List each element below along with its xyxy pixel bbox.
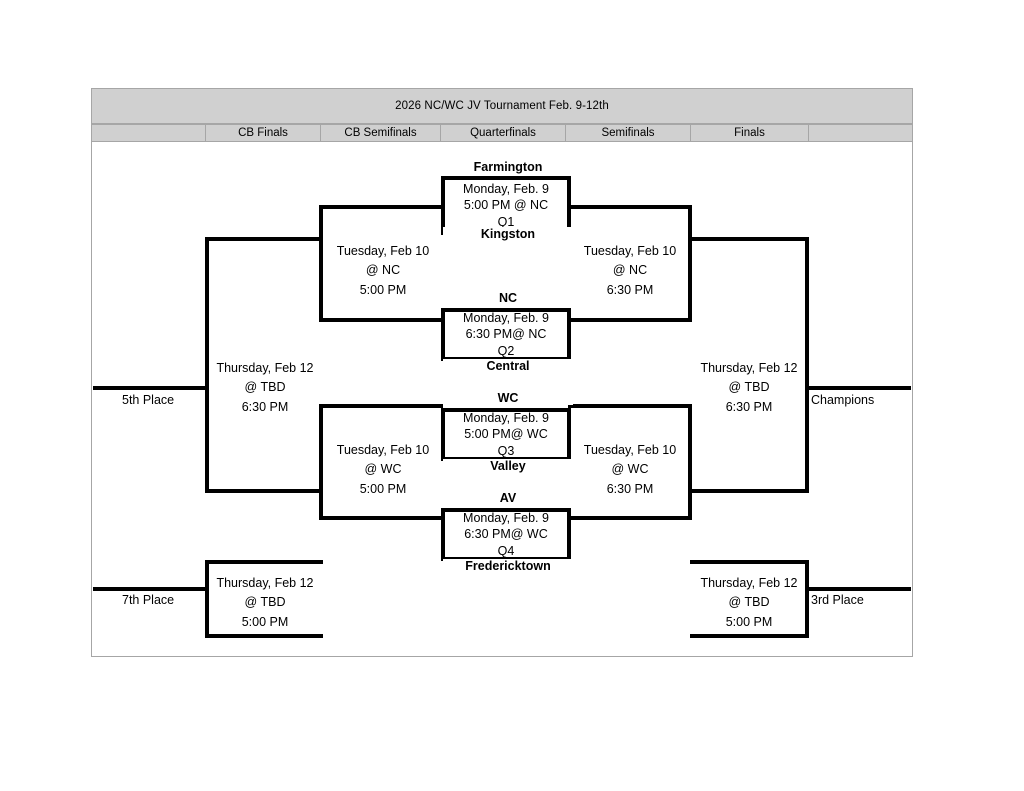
upper-consolation-time: 5:00 PM bbox=[359, 282, 407, 297]
team-label-q3-top: WC bbox=[443, 391, 573, 405]
cb-finals-upper-time: 6:30 PM bbox=[241, 399, 289, 414]
round-header-blank-left bbox=[92, 125, 206, 141]
lower-consolation-site: @ WC bbox=[364, 462, 402, 477]
team-label-q1-bottom: Kingston bbox=[443, 227, 573, 241]
line-lower-winners-to-championship bbox=[688, 489, 808, 493]
lower-consolation-date: Tuesday, Feb 10 bbox=[336, 443, 430, 457]
line-q3-to-lower-consolation bbox=[319, 404, 443, 408]
line-cb-finals-lower-bottom bbox=[205, 634, 323, 638]
placement-label-champions: Champions bbox=[810, 393, 876, 407]
cb-finals-lower-time: 5:00 PM bbox=[241, 614, 289, 629]
round-header-cb-finals: CB Finals bbox=[206, 125, 321, 141]
q4-date: Monday, Feb. 9 bbox=[463, 511, 549, 526]
line-third-place-vertical bbox=[805, 560, 809, 638]
round-header-cb-semifinals: CB Semifinals bbox=[321, 125, 441, 141]
page-title: 2026 NC/WC JV Tournament Feb. 9-12th bbox=[395, 100, 609, 112]
line-championship-vertical bbox=[805, 237, 809, 493]
round-header-semifinals: Semifinals bbox=[566, 125, 691, 141]
line-lower-winners-vertical bbox=[688, 404, 692, 520]
line-cb-finals-upper-vertical bbox=[205, 237, 209, 493]
upper-consolation-date: Tuesday, Feb 10 bbox=[336, 244, 430, 258]
line-cb-finals-upper-to-fifth-place bbox=[93, 386, 209, 390]
line-upper-winners-vertical bbox=[688, 205, 692, 322]
line-lower-consolation-to-cb-finals bbox=[205, 489, 323, 493]
third-place-time: 5:00 PM bbox=[725, 614, 773, 629]
team-label-q3-bottom: Valley bbox=[443, 459, 573, 473]
line-championship-to-champions bbox=[805, 386, 911, 390]
game-box-q2[interactable]: Monday, Feb. 9 6:30 PM@ NC Q2 bbox=[441, 308, 571, 361]
line-cb-finals-lower-top bbox=[205, 560, 323, 564]
q1-date: Monday, Feb. 9 bbox=[463, 182, 549, 197]
line-q1-to-upper-consolation bbox=[319, 205, 443, 209]
line-q1-to-upper-winners bbox=[568, 205, 692, 209]
team-label-q4-bottom: Fredericktown bbox=[443, 559, 573, 573]
lower-consolation-time: 5:00 PM bbox=[359, 481, 407, 496]
upper-winners-time: 6:30 PM bbox=[606, 282, 654, 297]
line-q2-to-upper-winners bbox=[568, 318, 692, 322]
placement-label-fifth: 5th Place bbox=[121, 393, 176, 407]
q1-time-site: 5:00 PM @ NC bbox=[463, 198, 549, 213]
q2-time-site: 6:30 PM@ NC bbox=[465, 327, 547, 342]
cb-finals-upper-site: @ TBD bbox=[244, 380, 286, 395]
team-label-q1-top: Farmington bbox=[443, 160, 573, 174]
line-lower-consolation-vertical bbox=[319, 404, 323, 520]
championship-date: Thursday, Feb 12 bbox=[700, 361, 798, 375]
line-q4-to-lower-winners bbox=[568, 516, 692, 520]
game-box-q4[interactable]: Monday, Feb. 9 6:30 PM@ WC Q4 bbox=[441, 508, 571, 561]
q3-time-site: 5:00 PM@ WC bbox=[464, 427, 548, 442]
line-q3-to-lower-winners bbox=[568, 404, 692, 408]
line-cb-finals-lower-vertical bbox=[205, 560, 209, 638]
third-place-game-info[interactable]: Thursday, Feb 12 @ TBD 5:00 PM bbox=[692, 574, 806, 632]
semifinal-lower-winners-info[interactable]: Tuesday, Feb 10 @ WC 6:30 PM bbox=[568, 441, 692, 499]
q4-code: Q4 bbox=[497, 543, 515, 558]
team-label-q2-bottom: Central bbox=[443, 359, 573, 373]
semifinal-lower-consolation-info[interactable]: Tuesday, Feb 10 @ WC 5:00 PM bbox=[321, 441, 445, 499]
tournament-title-band: 2026 NC/WC JV Tournament Feb. 9-12th bbox=[91, 88, 913, 124]
upper-consolation-site: @ NC bbox=[365, 263, 401, 278]
line-third-place-bottom bbox=[690, 634, 808, 638]
line-third-place-to-third bbox=[805, 587, 911, 591]
third-place-site: @ TBD bbox=[728, 595, 770, 610]
lower-winners-site: @ WC bbox=[611, 462, 649, 477]
championship-site: @ TBD bbox=[728, 380, 770, 395]
line-q4-to-lower-consolation bbox=[319, 516, 443, 520]
line-q2-to-upper-consolation bbox=[319, 318, 443, 322]
line-upper-consolation-to-cb-finals bbox=[205, 237, 323, 241]
q1-code: Q1 bbox=[497, 214, 515, 229]
q4-time-site: 6:30 PM@ WC bbox=[464, 527, 548, 542]
game-box-q1[interactable]: Monday, Feb. 9 5:00 PM @ NC Q1 bbox=[441, 176, 571, 235]
line-third-place-top bbox=[690, 560, 808, 564]
cb-finals-lower-info[interactable]: Thursday, Feb 12 @ TBD 5:00 PM bbox=[208, 574, 322, 632]
q3-date: Monday, Feb. 9 bbox=[463, 411, 549, 426]
line-upper-consolation-vertical bbox=[319, 205, 323, 322]
cb-finals-lower-date: Thursday, Feb 12 bbox=[216, 576, 314, 590]
round-header-blank-right bbox=[809, 125, 912, 141]
cb-finals-upper-date: Thursday, Feb 12 bbox=[216, 361, 314, 375]
line-cb-finals-lower-to-seventh-place bbox=[93, 587, 209, 591]
q3-code: Q3 bbox=[497, 443, 515, 458]
lower-winners-time: 6:30 PM bbox=[606, 481, 654, 496]
semifinal-upper-consolation-info[interactable]: Tuesday, Feb 10 @ NC 5:00 PM bbox=[321, 242, 445, 300]
cb-finals-upper-info[interactable]: Thursday, Feb 12 @ TBD 6:30 PM bbox=[208, 359, 322, 417]
lower-winners-date: Tuesday, Feb 10 bbox=[583, 443, 677, 457]
placement-label-third: 3rd Place bbox=[810, 593, 865, 607]
team-label-q4-top: AV bbox=[443, 491, 573, 505]
cb-finals-lower-site: @ TBD bbox=[244, 595, 286, 610]
third-place-date: Thursday, Feb 12 bbox=[700, 576, 798, 590]
q2-code: Q2 bbox=[497, 343, 515, 358]
placement-label-seventh: 7th Place bbox=[121, 593, 176, 607]
upper-winners-site: @ NC bbox=[612, 263, 648, 278]
championship-info[interactable]: Thursday, Feb 12 @ TBD 6:30 PM bbox=[692, 359, 806, 417]
championship-time: 6:30 PM bbox=[725, 399, 773, 414]
q2-date: Monday, Feb. 9 bbox=[463, 311, 549, 326]
round-header-finals: Finals bbox=[691, 125, 809, 141]
line-upper-winners-to-championship bbox=[688, 237, 808, 241]
semifinal-upper-winners-info[interactable]: Tuesday, Feb 10 @ NC 6:30 PM bbox=[568, 242, 692, 300]
upper-winners-date: Tuesday, Feb 10 bbox=[583, 244, 677, 258]
team-label-q2-top: NC bbox=[443, 291, 573, 305]
round-header-quarterfinals: Quarterfinals bbox=[441, 125, 566, 141]
round-header-row: CB Finals CB Semifinals Quarterfinals Se… bbox=[91, 124, 913, 142]
game-box-q3[interactable]: Monday, Feb. 9 5:00 PM@ WC Q3 bbox=[441, 408, 571, 461]
